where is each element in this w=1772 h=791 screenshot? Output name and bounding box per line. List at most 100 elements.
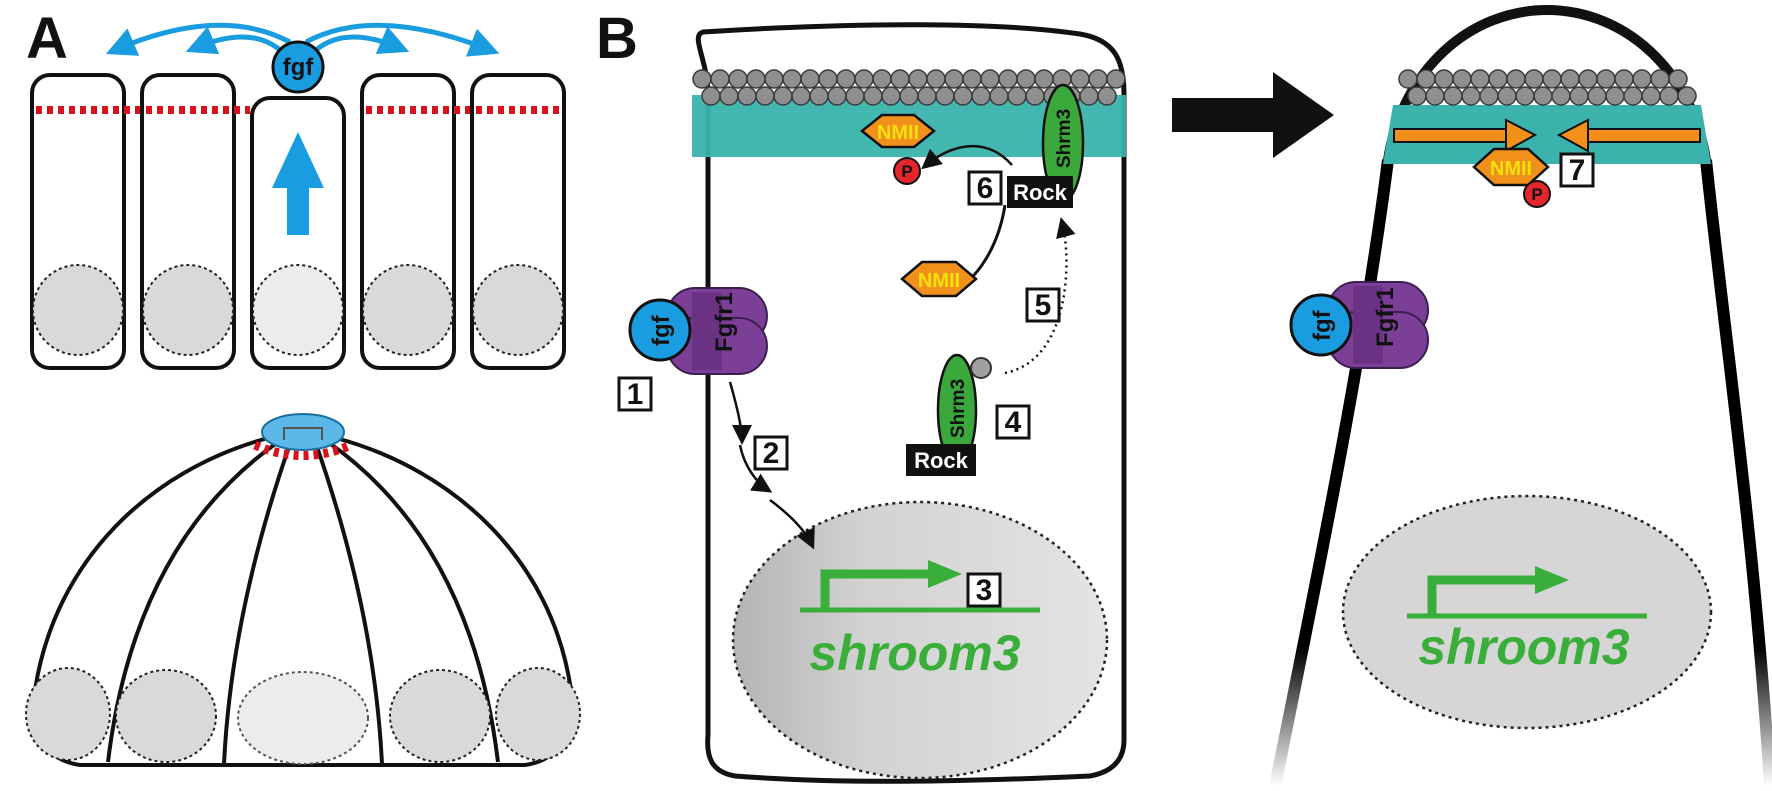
actin-subunit [917, 86, 937, 106]
receptor-stalk [692, 292, 722, 370]
actin-subunit [1542, 69, 1562, 89]
fgfr1-label: Fgfr1 [711, 292, 738, 352]
fgf-ligand-icon [628, 298, 692, 362]
signaling-arrow [728, 381, 752, 445]
nucleus [32, 264, 124, 356]
actin-subunit [836, 69, 856, 89]
step-box [1559, 152, 1595, 188]
actin-subunit [944, 69, 964, 89]
nmii-label: NMII [918, 270, 960, 292]
actin-subunit [1515, 86, 1535, 106]
actin-subunit [1425, 86, 1445, 106]
panel-a-epithelium-before: fgf [30, 22, 566, 370]
actin-subunit [827, 86, 847, 106]
contraction-arrow-shaft [1585, 128, 1701, 143]
step-number: 2 [763, 437, 780, 470]
fgf-label: fgf [283, 54, 315, 81]
phosphate-icon [893, 157, 921, 185]
transition-arrow-icon [1172, 72, 1334, 158]
actin-subunit [1470, 69, 1490, 89]
actin-subunit [1668, 69, 1688, 89]
contraction-arrow-shaft [1393, 128, 1509, 143]
actin-subunit [1569, 86, 1589, 106]
nucleus [237, 671, 369, 765]
step-box [1025, 287, 1061, 323]
actin-subunit [962, 69, 982, 89]
signaling-arrow [769, 499, 815, 550]
shrm3-label: Shrm3 [948, 379, 969, 438]
actin-subunit [773, 86, 793, 106]
phosphorylation-arrow [921, 144, 1013, 170]
actin-subunit [1461, 86, 1481, 106]
nucleus [495, 667, 581, 761]
actin-subunit [863, 86, 883, 106]
nucleus [142, 264, 234, 356]
receptor-stalk [1353, 286, 1383, 364]
cell-border [106, 440, 280, 763]
nmii-protein-icon [1472, 147, 1550, 187]
shrm3-label: Shrm3 [1054, 109, 1075, 168]
phosphate-label: P [901, 162, 912, 181]
step-number: 4 [1005, 406, 1022, 439]
step-number: 7 [1569, 154, 1586, 187]
actin-subunit [1079, 86, 1099, 106]
actin-subunit [1106, 69, 1126, 89]
actin-subunit [728, 69, 748, 89]
rock-label: Rock [1013, 180, 1068, 205]
actin-subunit [1070, 69, 1090, 89]
rock-label: Rock [914, 448, 969, 473]
actin-subunit [1025, 86, 1045, 106]
step-number: 1 [627, 378, 644, 411]
actin-subunit [1034, 69, 1054, 89]
fgf-ligand-icon [1289, 293, 1353, 357]
actin-subunit [1452, 69, 1472, 89]
step-box [617, 376, 653, 412]
gene-label: shroom3 [1418, 619, 1629, 675]
junction-marker [253, 440, 353, 460]
fgf-label: fgf [648, 314, 675, 346]
transcription-arrow-icon [928, 560, 962, 588]
step-number: 5 [1035, 289, 1052, 322]
rock-kinase-icon [906, 444, 976, 476]
nucleus [1341, 494, 1713, 730]
lateral-membrane [1269, 159, 1394, 788]
actin-subunit [1434, 69, 1454, 89]
actin-subunit [1416, 69, 1436, 89]
actin-subunit [1614, 69, 1634, 89]
actin-subunit [890, 69, 910, 89]
contraction-arrow-icon [1505, 118, 1538, 153]
fgf-ligand-icon [271, 40, 325, 94]
diffusion-arrow-icon [314, 26, 410, 54]
apical-surface [261, 413, 345, 451]
actin-subunit [1533, 86, 1553, 106]
step-box [966, 572, 1002, 608]
actin-subunit [1641, 86, 1661, 106]
actin-subunit [1551, 86, 1571, 106]
actin-subunit [1659, 86, 1679, 106]
nmii-label: NMII [1490, 158, 1532, 180]
actin-subunit [1506, 69, 1526, 89]
nucleus [115, 669, 217, 763]
nucleus [389, 669, 491, 763]
actin-subunit [899, 86, 919, 106]
actin-belt [692, 69, 1126, 106]
actin-subunit [791, 86, 811, 106]
step-box [995, 404, 1031, 440]
actin-subunit [1560, 69, 1580, 89]
actin-subunit [1443, 86, 1463, 106]
actin-subunit [809, 86, 829, 106]
upward-arrow-icon [272, 132, 324, 235]
transcription-arrow-icon [1535, 566, 1569, 594]
diffusion-arrow-icon [185, 26, 282, 55]
nmii-label: NMII [877, 122, 919, 144]
nucleus [362, 264, 454, 356]
actin-subunit [970, 357, 992, 379]
actin-subunit [881, 86, 901, 106]
contraction-arrow-icon [1556, 118, 1589, 153]
actin-subunit [1596, 69, 1616, 89]
nmii-protein-icon [900, 260, 978, 298]
actin-subunit [710, 69, 730, 89]
step-number: 3 [976, 574, 993, 607]
cell-border [314, 443, 384, 765]
